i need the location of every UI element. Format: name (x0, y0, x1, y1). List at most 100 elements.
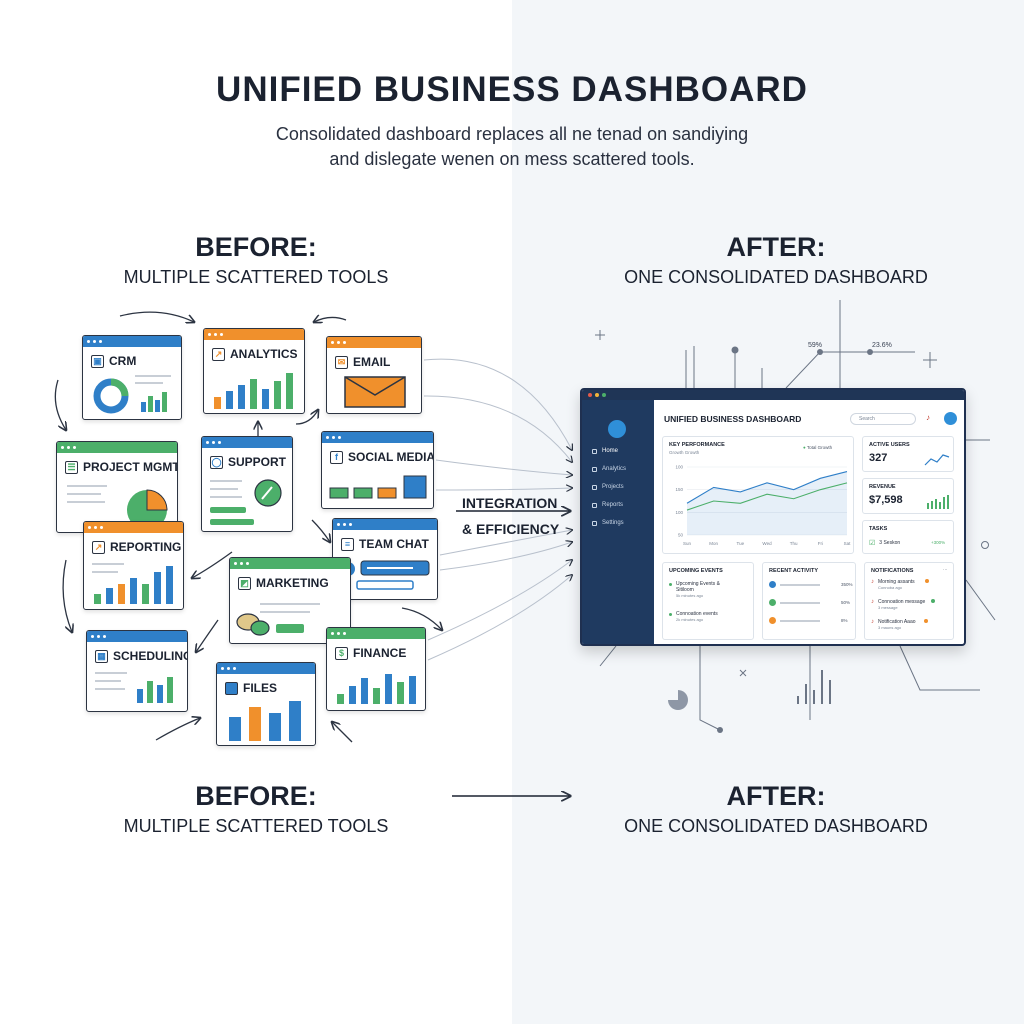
nav-item-analytics[interactable]: Analytics (592, 466, 626, 472)
tasks-card: TASKS ☑3 Seskon +300% (862, 520, 954, 554)
bar-chart-icon (337, 674, 416, 704)
tool-name: CRM (109, 354, 137, 368)
before-heading-bottom: BEFORE: MULTIPLE SCATTERED TOOLS (56, 781, 456, 837)
event-text: Upcoming Events & (676, 581, 720, 587)
x-tick-label: Wed (762, 541, 772, 546)
tool-name: ANALYTICS (230, 347, 298, 361)
reports-icon (592, 502, 597, 508)
tool-window-project-mgmt: ☰ PROJECT MGMT (56, 441, 178, 533)
deco-value-a: 59% (808, 342, 823, 349)
tool-name: TEAM CHAT (359, 537, 429, 551)
after-heading-top: AFTER: ONE CONSOLIDATED DASHBOARD (576, 232, 976, 288)
nav-item-projects[interactable]: Projects (592, 484, 624, 490)
mail-icon: ✉ (335, 355, 348, 369)
tool-window-support: ◯SUPPORT (201, 436, 293, 532)
home-icon (592, 448, 597, 454)
tool-window-email: ✉ EMAIL (326, 336, 422, 414)
support-art (210, 479, 282, 525)
deco-value-b: 23.6% (872, 342, 892, 349)
list-icon: ☰ (65, 460, 78, 474)
tool-label: ≡TEAM CHAT (341, 537, 429, 551)
activity-row: 50% (769, 599, 853, 606)
nav-item-settings[interactable]: Settings (592, 520, 624, 526)
tool-window-scheduling: ▦SCHEDULING (86, 630, 188, 712)
tool-name: FILES (243, 681, 278, 695)
before-subtitle-bottom: MULTIPLE SCATTERED TOOLS (123, 816, 389, 836)
after-title-bottom: AFTER: (726, 781, 826, 811)
tasks-row: ☑3 Seskon (869, 539, 900, 547)
nav-item-home[interactable]: Home (592, 448, 618, 454)
card-title: UPCOMING EVENTS (669, 568, 723, 574)
status-dot (924, 579, 929, 583)
search-input[interactable]: Search (850, 413, 916, 425)
marketing-art (236, 603, 320, 636)
integration-line-1: INTEGRATION (462, 495, 558, 511)
page-subtitle: Consolidated dashboard replaces all ne t… (212, 122, 812, 172)
tool-name: FINANCE (353, 646, 407, 660)
avatar[interactable] (944, 412, 957, 425)
projects-icon (592, 484, 597, 490)
window-titlebar (327, 337, 421, 348)
tool-label: FILES (225, 681, 277, 695)
window-titlebar (87, 631, 187, 642)
active-users-card: ACTIVE USERS 327 (862, 436, 954, 472)
tool-name: EMAIL (353, 355, 391, 369)
tool-label: ☰ PROJECT MGMT (65, 460, 178, 474)
tool-label: $FINANCE (335, 646, 406, 660)
status-dot (931, 599, 936, 603)
window-titlebar (204, 329, 304, 340)
notification-time: 3 mauns ago (878, 625, 902, 630)
nav-item-reports[interactable]: Reports (592, 502, 623, 508)
settings-icon (592, 520, 597, 526)
activity-bar (780, 601, 820, 604)
bar-chart-icon (92, 563, 173, 604)
before-subtitle: MULTIPLE SCATTERED TOOLS (123, 267, 389, 287)
activity-bar (780, 619, 820, 622)
bell-icon[interactable]: ♪ (926, 413, 930, 422)
tool-label: ✉ EMAIL (335, 355, 390, 369)
activity-bar (780, 583, 820, 586)
envelope-icon (344, 376, 406, 408)
window-titlebar (83, 336, 181, 347)
bar-chart-icon (95, 672, 173, 703)
bar-chart-icon (214, 373, 293, 409)
x-tick-label: Thu (790, 541, 798, 546)
tasks-value: 3 Seskon (879, 540, 901, 546)
notification-text: Morning assants (878, 579, 915, 585)
card-title: RECENT ACTIVITY (769, 568, 818, 574)
card-title: NOTIFICATIONS (871, 568, 914, 574)
key-performance-card: KEY PERFORMANCE Growth Growth ● Total Gr… (662, 436, 854, 554)
tool-name: PROJECT MGMT (83, 460, 178, 474)
before-heading-top: BEFORE: MULTIPLE SCATTERED TOOLS (56, 232, 456, 288)
upcoming-events-card: UPCOMING EVENTS Upcoming Events &Sitiloo… (662, 562, 754, 640)
nav-label: Projects (602, 484, 624, 490)
bar-chart-icon (229, 701, 301, 741)
window-titlebar (322, 432, 433, 443)
more-icon[interactable]: ··· (943, 567, 948, 572)
card-subtitle: Growth Growth (669, 450, 700, 455)
calendar-icon: ▦ (95, 649, 108, 663)
legend-label: Total Growth (806, 445, 833, 450)
activity-pct: 350% (841, 582, 853, 587)
event-dot (669, 613, 672, 616)
tool-label: ▦SCHEDULING (95, 649, 187, 663)
notification-text: Connoation message (878, 599, 926, 605)
before-title: BEFORE: (195, 232, 317, 262)
dashboard-window: Home Analytics Projects Reports Settings… (580, 388, 966, 646)
event-text-2: Sitiloom (676, 587, 694, 593)
window-titlebar (57, 442, 177, 453)
bell-icon: ♪ (871, 619, 874, 625)
tool-window-crm: ▣CRM (82, 335, 182, 420)
window-titlebar (84, 522, 183, 533)
notification-text: Notification Aaao (878, 619, 916, 625)
tool-window-finance: $FINANCE (326, 627, 426, 711)
revenue-value: $7,598 (869, 494, 903, 506)
